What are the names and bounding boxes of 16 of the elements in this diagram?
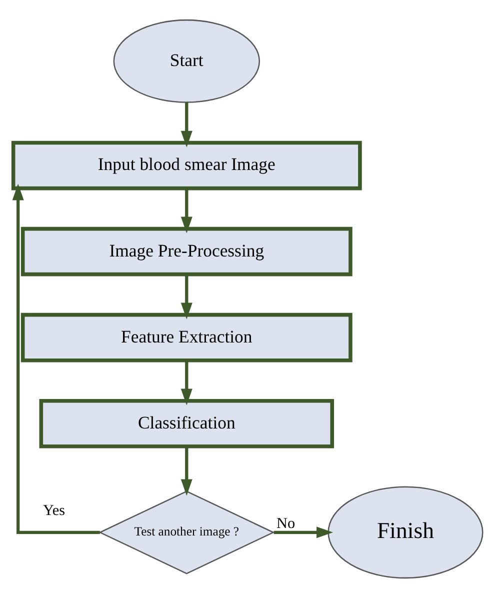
arrow xyxy=(180,360,192,406)
edge-label: Yes xyxy=(42,502,66,519)
node-box: Image Pre-Processing xyxy=(20,226,352,276)
node-diamond: Test another image ? xyxy=(98,490,275,574)
arrow xyxy=(180,274,192,320)
node-box: Input blood smear Image xyxy=(11,140,362,190)
node-ellipse: Start xyxy=(113,19,260,103)
arrow xyxy=(180,188,192,234)
node-box: Classification xyxy=(39,398,334,448)
arrow xyxy=(274,526,334,538)
arrow xyxy=(180,446,192,496)
arrow xyxy=(180,102,192,148)
node-ellipse: Finish xyxy=(328,486,484,579)
node-box: Feature Extraction xyxy=(20,312,352,362)
arrow xyxy=(12,184,100,534)
edge-label: No xyxy=(276,515,296,532)
